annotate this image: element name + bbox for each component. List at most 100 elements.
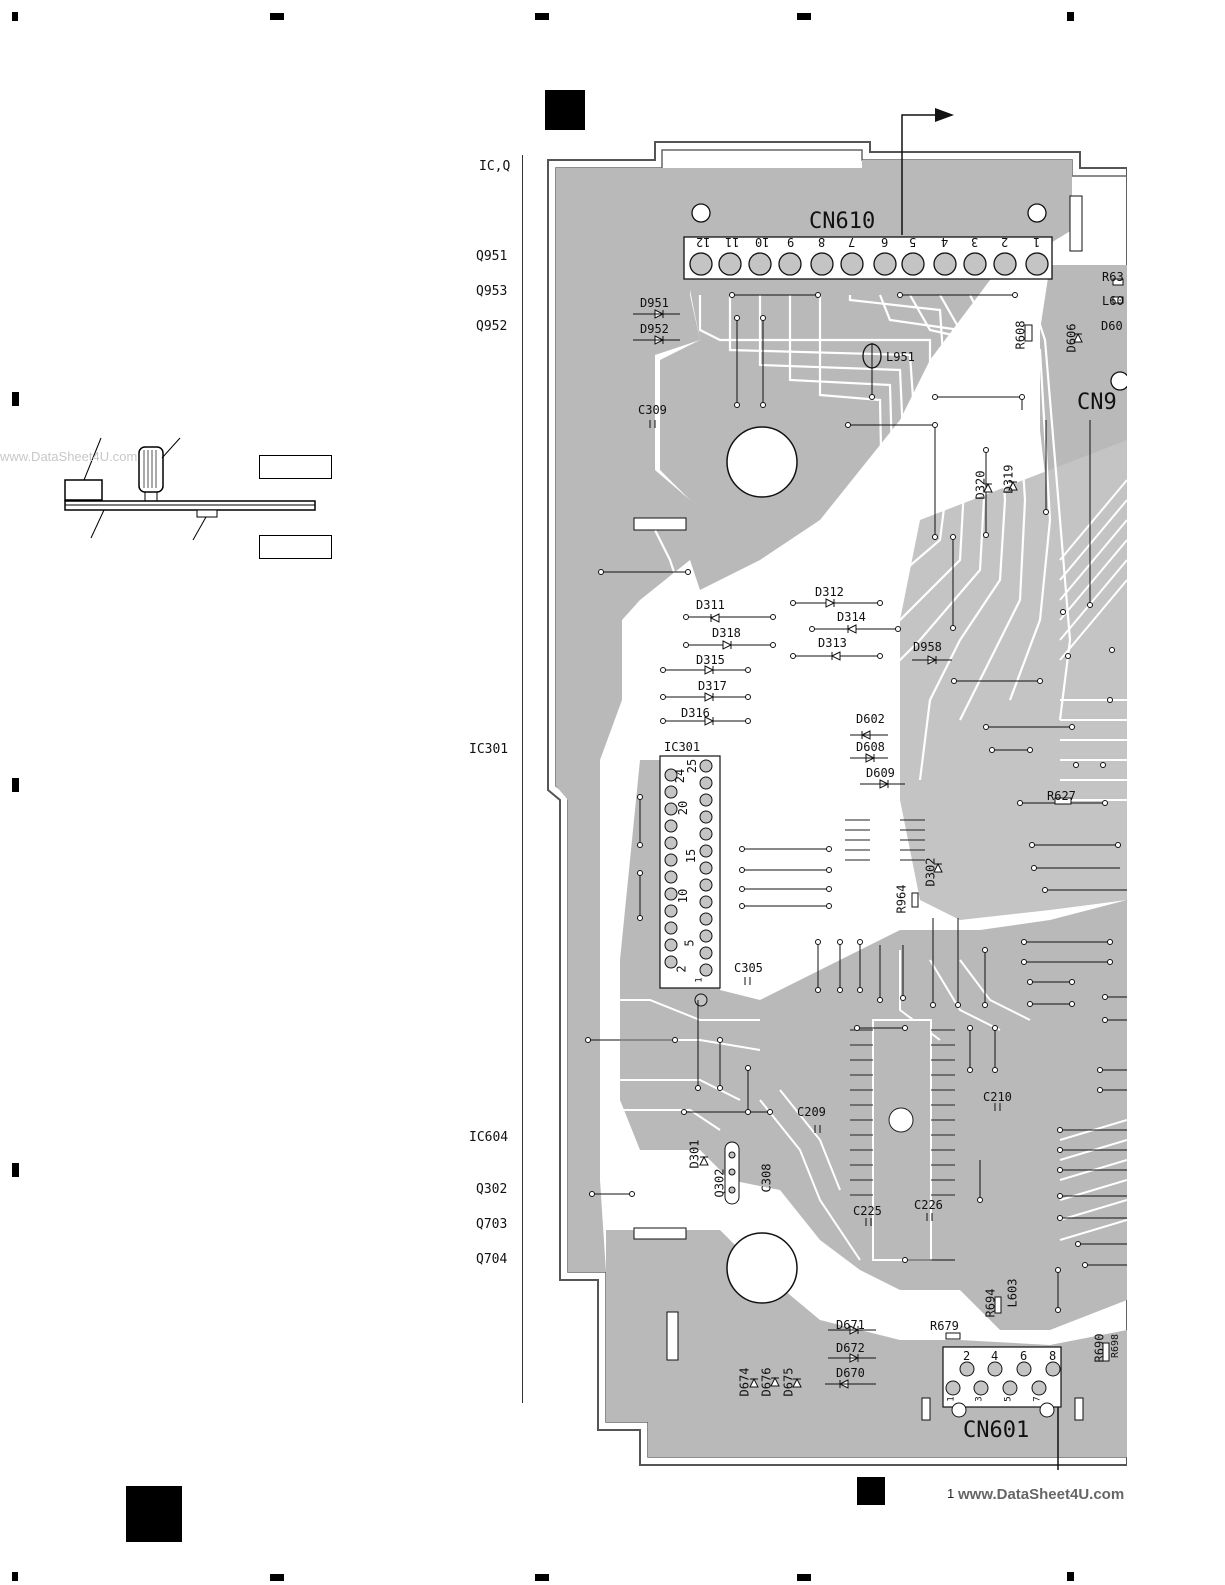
cn601-pin-2: 2 (963, 1349, 971, 1363)
cn601-pin-4: 4 (991, 1349, 999, 1363)
label-c210: C210 (983, 1090, 1012, 1104)
ic301-pin-2: 2 (674, 965, 689, 973)
ic301-pin-25: 25 (685, 758, 700, 774)
label-r964: R964 (894, 884, 909, 914)
side-view-connector (64, 479, 103, 501)
side-mark-2 (12, 778, 19, 792)
registration-mark-top-5 (1067, 12, 1074, 21)
side-view-diagram (64, 437, 316, 541)
label-r627: R627 (1047, 789, 1076, 803)
side-label-q951: Q951 (476, 249, 508, 264)
registration-mark-bottom-5 (1067, 1572, 1074, 1581)
cn601-pin-5: 5 (1003, 1396, 1014, 1402)
corner-block-bottom (857, 1477, 885, 1505)
cn601-pin-7: 7 (1032, 1396, 1043, 1402)
ic301-label: IC301 (664, 740, 701, 754)
registration-mark-top-4 (797, 13, 811, 20)
label-d675: D675 (781, 1367, 796, 1397)
side-label-q953: Q953 (476, 284, 508, 299)
ic301-pin-1: 1 (694, 977, 705, 983)
label-d608: D608 (856, 740, 885, 754)
cn610-body (683, 236, 1053, 280)
ic301-pin-24: 24 (673, 768, 688, 784)
corner-block-top (545, 90, 585, 130)
cn610-pin-12: 12 (696, 235, 711, 249)
label-d312: D312 (815, 585, 844, 599)
side-label-q703: Q703 (476, 1217, 508, 1232)
board-outline (547, 141, 1127, 1466)
label-c305: C305 (734, 961, 763, 975)
cn610-pin-4: 4 (941, 235, 949, 249)
cn610-pin-2: 2 (1001, 235, 1009, 249)
label-d676: D676 (759, 1367, 774, 1397)
cn610-pin-7: 7 (848, 235, 856, 249)
side-view-label-box-top (259, 455, 332, 479)
cn610-pin-9: 9 (787, 235, 795, 249)
cn610-pin-6: 6 (881, 235, 889, 249)
label-d60: D60 (1101, 320, 1123, 332)
watermark-bottom: www.DataSheet4U.com (958, 1486, 1125, 1503)
side-view-chip (196, 509, 218, 518)
ic604-body (872, 1019, 932, 1261)
label-c225: C225 (853, 1204, 882, 1218)
label-d301: D301 (687, 1139, 702, 1169)
cn601-pin-3: 3 (974, 1396, 985, 1402)
label-c308: C308 (759, 1163, 774, 1193)
label-d313: D313 (818, 636, 847, 650)
side-mark-1 (12, 392, 19, 406)
cn610-pin-5: 5 (909, 235, 917, 249)
registration-mark-bottom-2 (270, 1574, 284, 1581)
label-c226: C226 (914, 1198, 943, 1212)
cn610-pin-10: 10 (755, 235, 770, 249)
label-d316: D316 (681, 706, 710, 720)
label-l60: L60 (1102, 295, 1124, 307)
ic301-pin-15: 15 (684, 848, 699, 864)
label-d951: D951 (640, 296, 669, 310)
cn610-pin-1: 1 (1033, 235, 1041, 249)
label-d318: D318 (712, 626, 741, 640)
side-view-capacitor (138, 446, 164, 493)
pcb-layout (547, 108, 1127, 1470)
ic301-pin-5: 5 (682, 939, 697, 947)
label-r690: R690 (1092, 1333, 1107, 1363)
label-d609: D609 (866, 766, 895, 780)
registration-mark-bottom-1 (12, 1572, 18, 1581)
label-q302: Q302 (712, 1168, 727, 1198)
cn610-pin-8: 8 (818, 235, 826, 249)
side-label-q952: Q952 (476, 319, 508, 334)
label-c209: C209 (797, 1105, 826, 1119)
label-d302: D302 (923, 857, 938, 887)
mounting-hole-top (726, 426, 798, 498)
label-d317: D317 (698, 679, 727, 693)
label-d311: D311 (696, 598, 725, 612)
label-column-rule (522, 155, 523, 1403)
label-d958: D958 (913, 640, 942, 654)
cn601-label: CN601 (963, 1418, 1030, 1443)
side-label-ic301: IC301 (469, 742, 509, 757)
label-d672: D672 (836, 1341, 865, 1355)
ic301-pin-20: 20 (676, 800, 691, 816)
copper-pour-left (556, 168, 700, 1272)
registration-mark-bottom-4 (797, 1574, 811, 1581)
side-label-q704: Q704 (476, 1252, 508, 1267)
cn610-label: CN610 (809, 209, 876, 234)
registration-mark-top-1 (12, 12, 18, 21)
label-r694: R694 (983, 1288, 998, 1318)
label-d314: D314 (837, 610, 866, 624)
copper-pour-right (900, 440, 1127, 920)
side-view-label-box-bottom (259, 535, 332, 559)
ic301-pin-10: 10 (676, 888, 691, 904)
label-d319: D319 (1001, 464, 1016, 494)
label-r679: R679 (930, 1319, 959, 1333)
label-d674: D674 (737, 1367, 752, 1397)
corner-block-bottom-left (126, 1486, 182, 1542)
label-d952: D952 (640, 322, 669, 336)
label-d671: D671 (836, 1318, 865, 1332)
label-l951: L951 (886, 350, 915, 364)
watermark-left: www.DataSheet4U.com (0, 449, 138, 464)
label-l603: L603 (1005, 1278, 1020, 1308)
registration-mark-top-2 (270, 13, 284, 20)
side-mark-3 (12, 1163, 19, 1177)
side-label-q302: Q302 (476, 1182, 508, 1197)
cn601-pin-1: 1 (946, 1396, 957, 1402)
